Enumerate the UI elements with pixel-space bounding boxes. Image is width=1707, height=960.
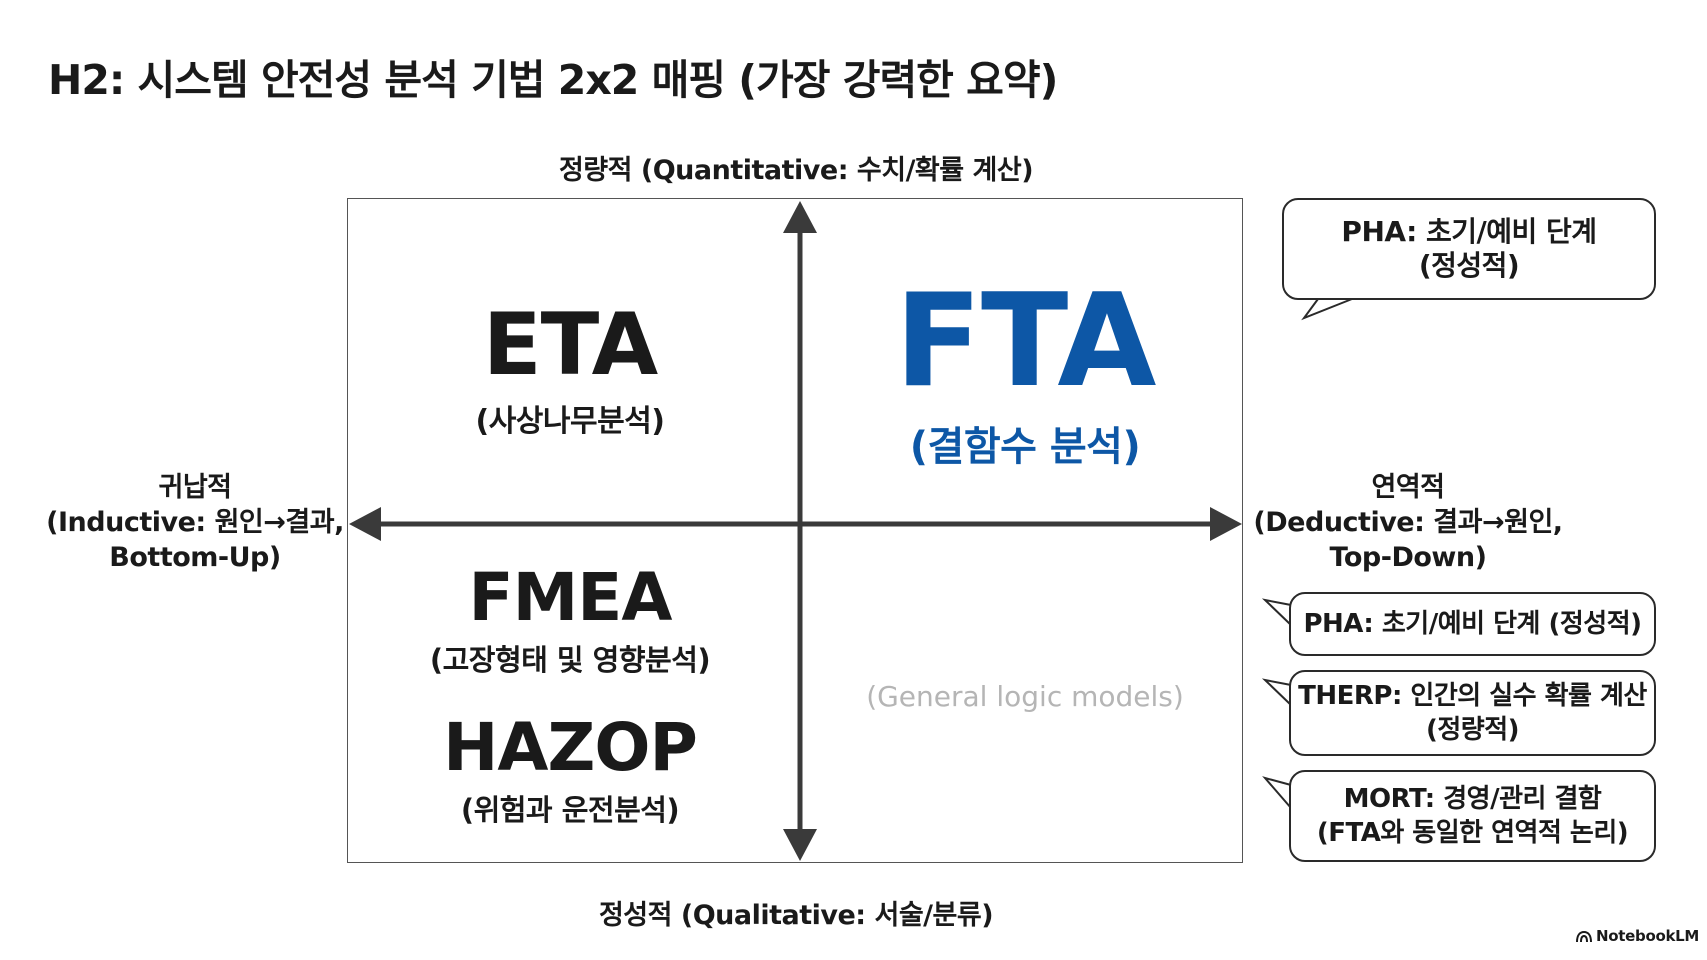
callout-line: (정성적)	[1418, 249, 1520, 282]
hazop-label: HAZOP	[443, 709, 698, 786]
fmea-sublabel: (고장형태 및 영향분석)	[429, 643, 711, 677]
axis-label-quantitative: 정량적 (Quantitative: 수치/확률 계산)	[558, 155, 1034, 186]
quadrant-fmea: FMEA (고장형태 및 영향분석)	[400, 565, 740, 679]
general-logic-models-label: (General logic models)	[866, 680, 1184, 713]
quadrant-eta: ETA (사상나무분석)	[420, 302, 720, 440]
page-title: H2: 시스템 안전성 분석 기법 2x2 매핑 (가장 강력한 요약)	[48, 56, 1058, 104]
hazop-sublabel: (위험과 운전분석)	[460, 793, 680, 827]
callout-tail-outline	[1262, 776, 1292, 809]
arrow-up-head	[783, 201, 817, 233]
axis-label-inductive: 귀납적 (Inductive: 원인→결과, Bottom-Up)	[40, 470, 350, 575]
callout-line: (정량적)	[1425, 715, 1520, 745]
axis-label-line: (Deductive: 결과→원인,	[1253, 507, 1563, 538]
callout-tail-outline	[1301, 298, 1353, 321]
axis-label-line: Top-Down)	[1329, 542, 1487, 573]
callout-tail-outline	[1261, 678, 1292, 706]
notebooklm-logo: NotebookLM	[1576, 927, 1699, 945]
notebooklm-icon	[1576, 930, 1592, 943]
callout-mort: MORT: 경영/관리 결함 (FTA와 동일한 연역적 논리)	[1289, 770, 1656, 862]
arrow-left-head	[349, 507, 381, 541]
axis-label-line: 귀납적	[158, 472, 232, 503]
axis-label-qualitative: 정성적 (Qualitative: 서술/분류)	[598, 900, 994, 931]
callout-line: PHA: 초기/예비 단계	[1341, 215, 1597, 248]
quadrant-fta: FTA (결함수 분석)	[860, 278, 1190, 472]
callout-pha: PHA: 초기/예비 단계 (정성적)	[1289, 592, 1656, 656]
eta-label: ETA	[482, 295, 658, 395]
callout-tail-outline	[1261, 598, 1292, 626]
callout-pha-top: PHA: 초기/예비 단계 (정성적)	[1282, 198, 1656, 300]
fta-label: FTA	[894, 267, 1157, 416]
brand-name: NotebookLM	[1596, 927, 1700, 945]
callout-line: MORT: 경영/관리 결함	[1343, 784, 1602, 814]
callout-line: PHA: 초기/예비 단계 (정성적)	[1303, 609, 1642, 639]
axis-label-line: (Inductive: 원인→결과,	[46, 507, 344, 538]
matrix-frame	[347, 198, 1243, 863]
fmea-label: FMEA	[468, 559, 673, 636]
callout-line: THERP: 인간의 실수 확률 계산	[1298, 681, 1647, 711]
arrow-down-head	[783, 829, 817, 861]
arrow-right-head	[1210, 507, 1242, 541]
quadrant-hazop: HAZOP (위험과 운전분석)	[400, 715, 740, 829]
axis-label-deductive: 연역적 (Deductive: 결과→원인, Top-Down)	[1248, 470, 1568, 575]
callout-therp: THERP: 인간의 실수 확률 계산 (정량적)	[1289, 670, 1656, 756]
axis-label-line: 연역적	[1371, 472, 1445, 503]
callout-line: (FTA와 동일한 연역적 논리)	[1316, 818, 1629, 848]
axis-label-line: Bottom-Up)	[109, 542, 281, 573]
fta-sublabel: (결함수 분석)	[909, 424, 1141, 470]
eta-sublabel: (사상나무분석)	[475, 404, 665, 439]
